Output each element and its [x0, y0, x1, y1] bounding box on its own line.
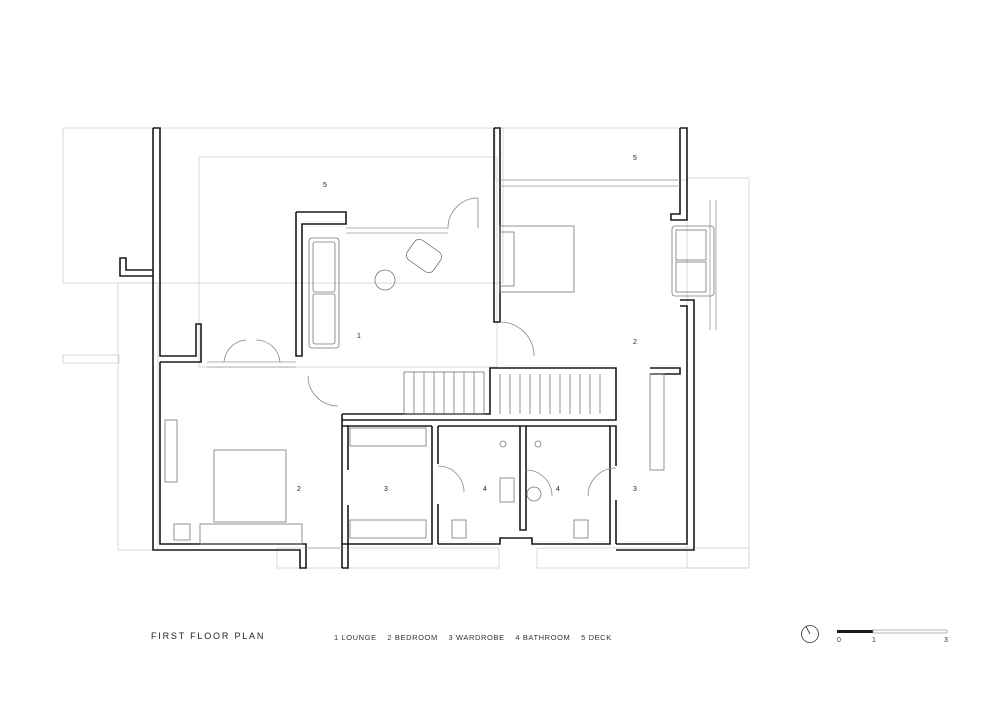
scale-tick-label: 0 [837, 637, 841, 644]
doors [223, 197, 617, 497]
room-legend: 1 LOUNGE 2 BEDROOM 3 WARDROBE 4 BATHROOM… [334, 633, 620, 642]
glazing [207, 179, 717, 549]
room-labels: 5 5 1 2 2 3 4 4 3 [297, 155, 637, 493]
scale-tick-label: 3 [944, 637, 948, 644]
legend-item-lounge: 1 LOUNGE [334, 633, 377, 642]
scale-tick-label: 1 [872, 637, 876, 644]
room-label-wardrobe: 3 [384, 486, 388, 493]
room-label-wardrobe: 3 [633, 486, 637, 493]
legend-item-wardrobe: 3 WARDROBE [448, 633, 505, 642]
room-label-bedroom: 2 [297, 486, 301, 493]
scale-bar: 0 1 3 [835, 628, 955, 648]
staircase [403, 371, 601, 415]
room-label-bedroom: 2 [633, 339, 637, 346]
legend-item-bedroom: 2 BEDROOM [387, 633, 438, 642]
walls [119, 127, 695, 569]
room-label-lounge: 1 [357, 333, 361, 340]
furniture [164, 225, 715, 545]
site-context-lines [62, 127, 750, 569]
plan-title: FIRST FLOOR PLAN [151, 631, 266, 641]
legend-item-deck: 5 DECK [581, 633, 612, 642]
room-label-deck: 5 [323, 182, 327, 189]
room-label-bathroom: 4 [556, 486, 560, 493]
legend-item-bathroom: 4 BATHROOM [515, 633, 571, 642]
room-label-deck: 5 [633, 155, 637, 162]
room-label-bathroom: 4 [483, 486, 487, 493]
north-arrow-icon [801, 625, 819, 643]
scale-bar-graphic [837, 629, 948, 634]
